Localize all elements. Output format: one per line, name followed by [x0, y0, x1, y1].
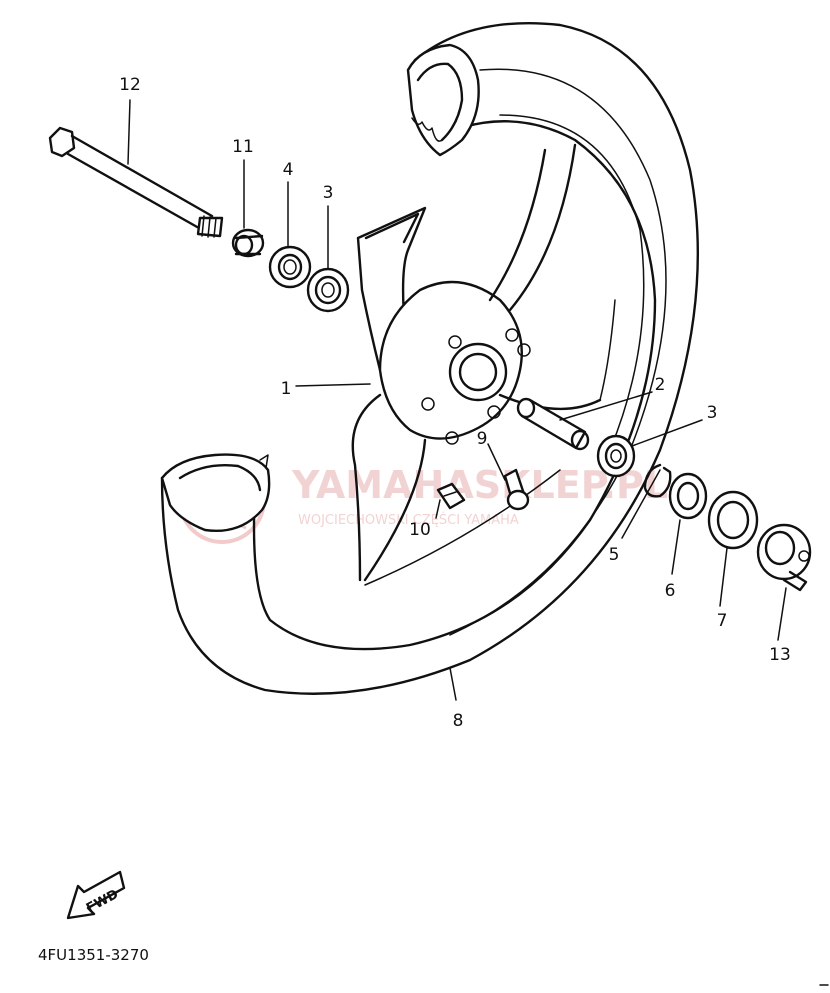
- bearing-lower-part: [596, 434, 636, 478]
- label-1: 1: [281, 379, 292, 399]
- label-9: 9: [477, 429, 488, 449]
- label-7: 7: [717, 611, 728, 631]
- label-12: 12: [119, 75, 141, 95]
- collar-part: [231, 228, 265, 258]
- label-3-upper: 3: [323, 183, 334, 203]
- oil-seal-part: [268, 245, 312, 289]
- label-11: 11: [232, 137, 254, 157]
- axle-part: [48, 126, 224, 238]
- label-10: 10: [409, 520, 431, 540]
- label-8: 8: [453, 711, 464, 731]
- tire-part: [160, 22, 699, 695]
- label-2: 2: [655, 375, 666, 395]
- label-6: 6: [665, 581, 676, 601]
- diagram-code: 4FU1351-3270: [38, 946, 149, 964]
- seal-part: [668, 472, 708, 520]
- part-number-labels: 12 11 4 3 1 2 3 9 10 5 6 7 13 8: [119, 75, 791, 731]
- gear-unit-part: [756, 523, 812, 592]
- label-3-lower: 3: [707, 403, 718, 423]
- oil-seal-outer-part: [707, 490, 759, 550]
- fwd-arrow: FWD: [66, 870, 126, 920]
- wheel-hub-part: [351, 143, 616, 586]
- balance-weight-part: [436, 482, 466, 510]
- label-4: 4: [283, 160, 294, 180]
- spacer-part: [516, 397, 590, 451]
- watermark-subtitle: WOJCIECHOWSKI CZĘŚCI YAMAHA: [298, 512, 519, 528]
- circlip-part: [643, 463, 672, 498]
- valve-part: [503, 468, 530, 511]
- bearing-upper-part: [306, 267, 350, 313]
- label-13: 13: [769, 645, 791, 665]
- leader-lines: [127, 99, 787, 701]
- label-5: 5: [609, 545, 620, 565]
